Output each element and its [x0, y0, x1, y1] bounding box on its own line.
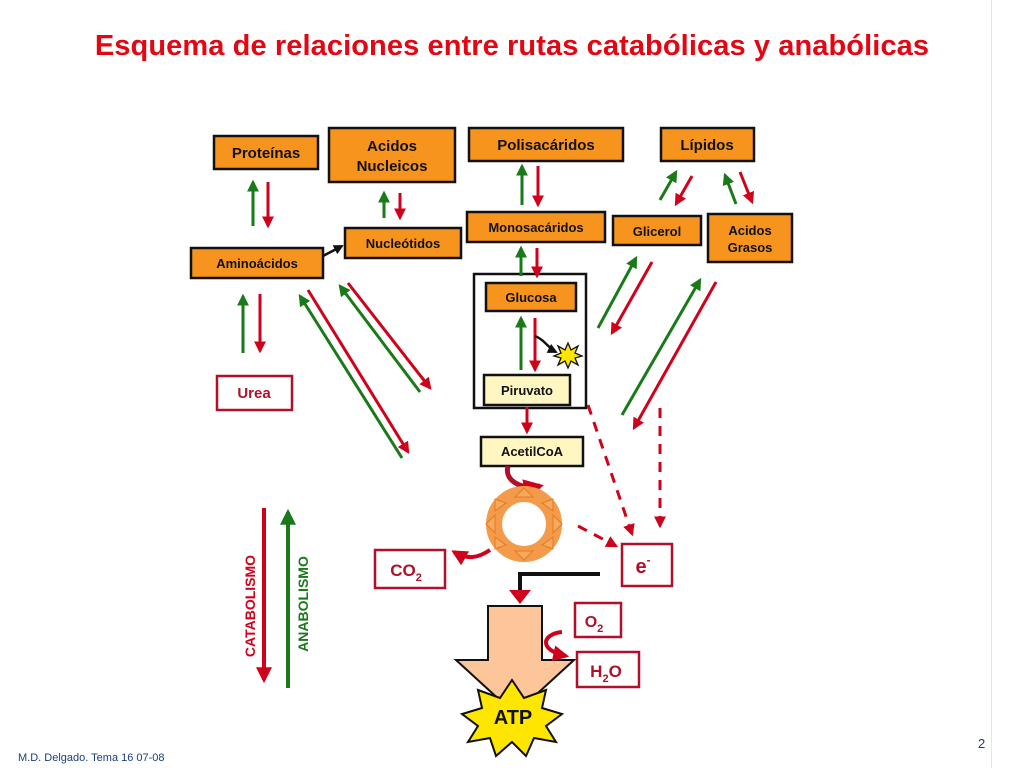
svg-text:Glicerol: Glicerol — [633, 224, 681, 239]
slide-border — [991, 0, 992, 768]
page-title: Esquema de relaciones entre rutas catabó… — [94, 30, 930, 62]
catabolism-label: CATABOLISMO — [242, 555, 258, 657]
page-number: 2 — [978, 736, 986, 751]
catabolic-arrow — [306, 289, 410, 455]
catabolic-arrow — [632, 281, 718, 431]
catabolic-arrow — [346, 282, 432, 390]
box-acidos-grasos: Acidos Grasos — [706, 212, 794, 264]
acetilcoa-entry-arrow — [504, 465, 544, 499]
glycolysis-frame — [472, 272, 588, 410]
electron-transport-arrowhead — [509, 590, 531, 604]
anabolism-label: ANABOLISMO — [295, 556, 311, 652]
anabolic-arrow — [658, 169, 678, 201]
anabolic-arrow — [722, 172, 738, 205]
box-piruvato: Piruvato — [482, 373, 572, 407]
co2-release-arrow — [451, 548, 492, 566]
svg-text:Grasos: Grasos — [728, 240, 773, 255]
conversion-arrow — [322, 244, 344, 258]
footer-credit: M.D. Delgado. Tema 16 07-08 — [18, 752, 165, 764]
svg-text:Lípidos: Lípidos — [680, 137, 733, 154]
svg-text:Glucosa: Glucosa — [505, 290, 557, 305]
box-aminoacidos: Aminoácidos — [189, 246, 325, 280]
energy-release-arrow — [534, 334, 558, 354]
svg-text:Piruvato: Piruvato — [501, 383, 553, 398]
electron-transport-line — [518, 572, 600, 596]
svg-text:AcetilCoA: AcetilCoA — [501, 444, 564, 459]
box-proteinas: Proteínas — [212, 134, 320, 171]
box-lipidos: Lípidos — [659, 126, 756, 163]
anabolic-arrow — [620, 277, 702, 416]
box-o2: O2 — [573, 601, 623, 639]
svg-text:Polisacáridos: Polisacáridos — [497, 137, 595, 154]
box-glicerol: Glicerol — [611, 214, 703, 247]
svg-text:Nucleótidos: Nucleótidos — [366, 236, 440, 251]
electron-flow-arrow — [577, 524, 619, 548]
box-h2o: H2O — [575, 650, 641, 689]
catabolic-arrow — [610, 261, 654, 336]
anabolic-arrow — [298, 293, 404, 459]
krebs-cycle-icon — [485, 486, 563, 562]
svg-text:O2: O2 — [585, 614, 604, 635]
svg-text:e-: e- — [635, 553, 650, 578]
box-urea: Urea — [215, 374, 294, 412]
box-electron: e- — [620, 542, 674, 588]
oxidative-phosphorylation-arrow — [453, 605, 577, 716]
svg-text:CO2: CO2 — [390, 561, 422, 584]
box-co2: CO2 — [373, 548, 447, 590]
box-glucosa: Glucosa — [484, 281, 578, 313]
energy-burst-icon — [552, 341, 584, 370]
svg-text:Acidos: Acidos — [367, 138, 417, 155]
catabolic-arrow — [674, 175, 694, 207]
svg-text:Nucleicos: Nucleicos — [357, 158, 428, 175]
catabolic-arrow — [738, 171, 755, 205]
svg-text:Aminoácidos: Aminoácidos — [216, 256, 298, 271]
svg-text:ATP: ATP — [494, 707, 533, 729]
svg-text:Proteínas: Proteínas — [232, 145, 300, 162]
anabolic-arrow — [596, 255, 638, 329]
svg-text:Monosacáridos: Monosacáridos — [488, 220, 583, 235]
box-polisacaridos: Polisacáridos — [467, 126, 625, 163]
anabolic-arrow — [338, 284, 422, 393]
box-acidos-nucleicos: Acidos Nucleicos — [327, 126, 457, 184]
svg-text:H2O: H2O — [590, 662, 622, 685]
electron-flow-arrow — [586, 404, 635, 537]
box-nucleotidos: Nucleótidos — [343, 226, 463, 260]
o2-reduction-arrow — [544, 630, 570, 662]
atp-burst-icon: ATP — [459, 678, 565, 758]
svg-text:Urea: Urea — [237, 385, 271, 402]
box-acetilcoa: AcetilCoA — [479, 435, 585, 468]
box-monosacaridos: Monosacáridos — [465, 210, 607, 244]
svg-text:Acidos: Acidos — [728, 223, 771, 238]
